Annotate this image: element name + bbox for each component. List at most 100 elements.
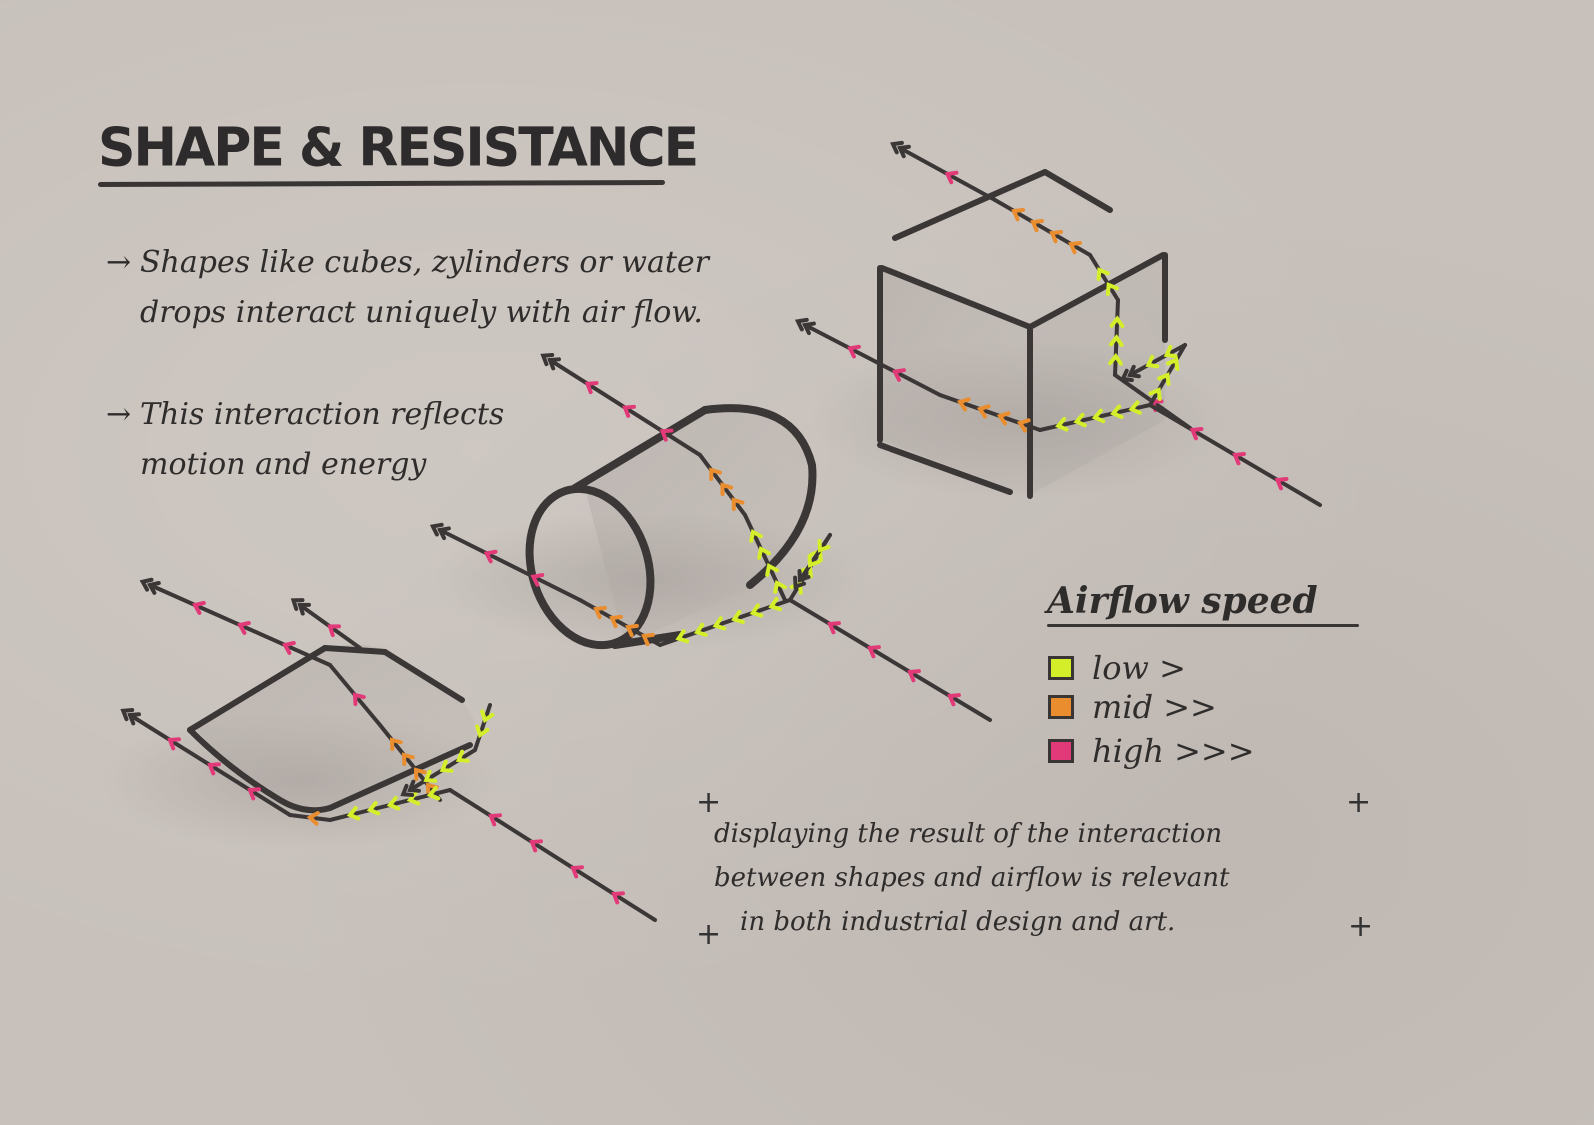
caption-line1: displaying the result of the interaction (714, 819, 1223, 849)
legend-swatch-high (1048, 739, 1074, 763)
legend-label-low: low > (1092, 649, 1186, 687)
airflow-arrow-low (423, 769, 438, 783)
airflow-arrow-mid (401, 752, 415, 766)
bullet-arrow-icon: → (106, 397, 132, 432)
airflow-arrow-mid (1068, 240, 1082, 255)
corner-mark-top-left: + (696, 785, 722, 820)
airflow-arrow-low (475, 724, 490, 739)
airflow-arrow-high (570, 865, 584, 879)
airflow-arrow-mid (956, 397, 971, 412)
airflow-arrow-low (675, 629, 690, 644)
note-interaction: →This interaction reflects motion and en… (106, 390, 626, 490)
airflow-arrow-mid (1049, 229, 1063, 244)
airflow-tail-icon (127, 712, 141, 726)
airflow-arrow-high (327, 624, 341, 638)
airflow-tail-icon (407, 779, 421, 793)
airflow-arrow-low (1108, 352, 1123, 366)
airflow-arrow-high (892, 368, 906, 382)
legend-swatch-mid (1048, 695, 1074, 719)
airflow-arrow-low (807, 554, 821, 568)
cylinder-shape (430, 404, 870, 650)
note-interaction-line2: motion and energy (140, 447, 427, 482)
airflow-arrow-high (584, 381, 599, 395)
airflow-arrow-high (529, 839, 543, 853)
airflow-arrow-high (236, 621, 251, 635)
airflow-arrow-low (1109, 315, 1125, 329)
airflow-arrow-low (455, 749, 470, 763)
airflow-arrow-low (768, 596, 783, 612)
airflow-arrow-mid (731, 497, 745, 511)
airflow-arrow-high (483, 549, 498, 564)
airflow-arrow-low (1055, 416, 1069, 432)
airflow-tail-icon (802, 321, 816, 336)
page-title: SHAPE & RESISTANCE (98, 117, 699, 179)
airflow-arrow-mid (425, 782, 439, 796)
airflow-tail-icon (429, 522, 444, 537)
cube-right-face (1030, 255, 1165, 495)
airflow-arrow-low (731, 609, 745, 625)
airflow-arrow-mid (720, 482, 734, 496)
airflow-arrow-high (944, 170, 959, 185)
airflow-arrow-low (773, 579, 787, 594)
airflow-arrow-mid (625, 623, 639, 638)
airflow-arrow-low (1108, 334, 1124, 347)
airflow-arrow-mid (593, 605, 607, 620)
airflow-arrow-low (749, 528, 763, 543)
airflow-tail-icon (437, 526, 451, 541)
airflow-tail-icon (1120, 368, 1134, 383)
airflow-tail-icon (139, 577, 154, 592)
airflow-tail-icon (146, 581, 161, 595)
airflow-arrow-low (386, 796, 401, 811)
caption-line3: in both industrial design and art. (740, 907, 1176, 937)
airflow-tail-icon (1127, 364, 1141, 379)
airflow-arrow-low (693, 622, 708, 637)
airflow-line-cube-bottom-3 (803, 323, 942, 397)
airflow-arrow-low (346, 806, 361, 821)
airflow-line-cylinder-loop-1 (798, 533, 832, 582)
caption-line2: between shapes and airflow is relevant (714, 863, 1230, 893)
airflow-arrow-high (659, 428, 674, 442)
legend-label-high: high >>> (1092, 732, 1255, 770)
airflow-arrow-high (191, 601, 206, 615)
airflow-arrow-mid (641, 632, 655, 647)
airflow-arrow-low (1110, 404, 1124, 419)
cube-left-face (880, 265, 1030, 495)
airflow-line-drop-right-0 (473, 703, 492, 752)
airflow-arrow-mid (389, 737, 403, 751)
airflow-arrow-high (1232, 452, 1246, 466)
airflow-arrow-mid (976, 404, 991, 419)
airflow-arrow-mid (1011, 207, 1025, 222)
water-drop-shape (100, 644, 500, 850)
airflow-tail-icon (794, 317, 809, 332)
airflow-arrow-low (1105, 282, 1120, 296)
legend-underline (1047, 624, 1359, 627)
legend-item-high: high >>> (1048, 732, 1255, 770)
airflow-line-drop-bottom-0 (448, 788, 657, 922)
airflow-tail-icon (897, 144, 911, 159)
airflow-arrow-low (439, 759, 454, 773)
corner-mark-bottom-right: + (1348, 909, 1374, 944)
legend-item-mid: mid >> (1048, 688, 1217, 726)
airflow-arrow-high (1274, 477, 1289, 491)
airflow-arrow-high (167, 737, 181, 751)
airflow-tail-icon (290, 598, 305, 611)
cylinder-body (585, 407, 816, 645)
airflow-arrow-high (281, 641, 296, 655)
airflow-line-cube-bottom-2 (938, 393, 1042, 432)
caption: displaying the result of the interaction… (714, 812, 1374, 944)
airflow-arrow-high (207, 762, 221, 776)
bullet-arrow-icon: → (106, 245, 132, 280)
airflow-tail-icon (297, 602, 311, 616)
note-shapes-line2: drops interact uniquely with air flow. (140, 295, 703, 330)
airflow-arrow-low (1157, 372, 1171, 386)
airflow-arrow-low (817, 539, 831, 553)
airflow-arrow-high (867, 645, 881, 659)
airflow-arrow-low (1148, 387, 1162, 401)
airflow-line-cube-top-2 (1088, 253, 1120, 302)
airflow-arrow-low (1128, 400, 1142, 415)
airflow-tail-icon (547, 357, 561, 371)
airflow-arrow-high (847, 344, 861, 359)
airflow-lines (120, 140, 1322, 922)
airflow-arrow-high (352, 692, 366, 706)
